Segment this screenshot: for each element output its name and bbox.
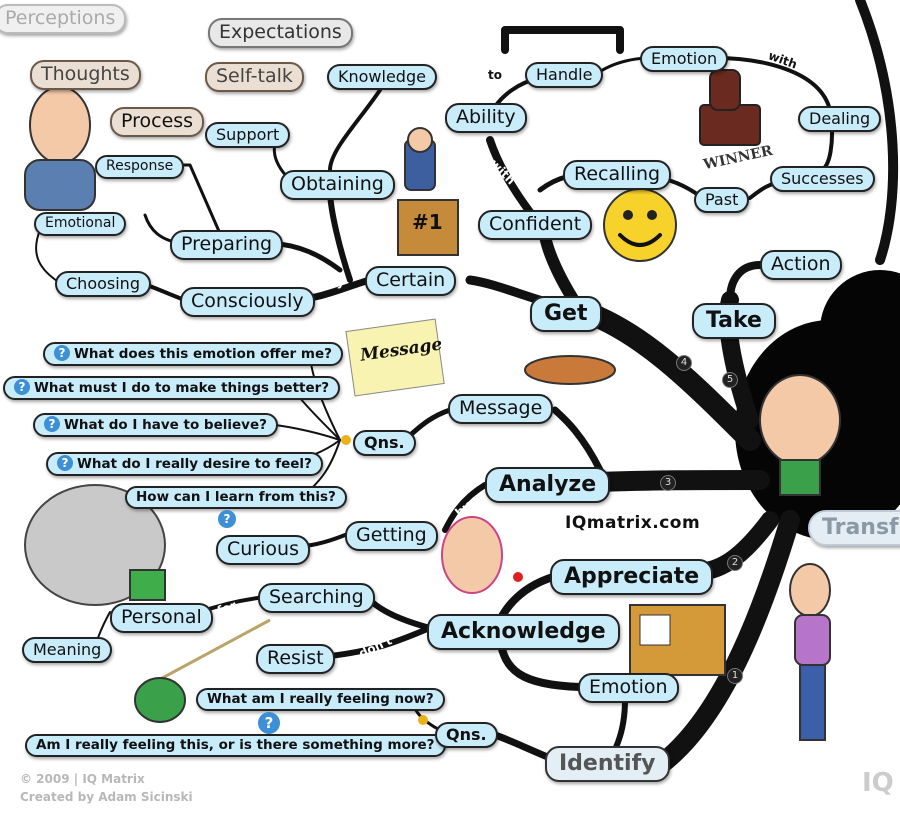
node-qns-top[interactable]: Qns. bbox=[353, 430, 416, 456]
node-thoughts[interactable]: Thoughts bbox=[30, 60, 141, 90]
running-rabbit-image bbox=[524, 355, 616, 385]
node-process[interactable]: Process bbox=[110, 107, 205, 137]
node-consciously[interactable]: Consciously bbox=[180, 287, 315, 317]
question-item[interactable]: Am I really feeling this, or is there so… bbox=[25, 734, 446, 757]
node-response[interactable]: Response bbox=[95, 155, 185, 179]
tug-of-war-image bbox=[134, 618, 271, 723]
node-obtaining[interactable]: Obtaining bbox=[280, 170, 395, 200]
node-past[interactable]: Past bbox=[694, 187, 750, 213]
branch-number: 4 bbox=[676, 355, 692, 371]
node-choosing[interactable]: Choosing bbox=[55, 271, 151, 297]
node-take[interactable]: Take bbox=[692, 303, 776, 339]
node-curious[interactable]: Curious bbox=[216, 535, 310, 565]
node-perceptions[interactable]: Perceptions bbox=[0, 4, 127, 34]
notebook-image bbox=[629, 604, 726, 676]
node-meaning[interactable]: Meaning bbox=[22, 637, 113, 663]
node-searching[interactable]: Searching bbox=[258, 583, 375, 613]
node-qns-bottom[interactable]: Qns. bbox=[435, 722, 498, 748]
node-center-partial[interactable]: Transf bbox=[808, 510, 900, 546]
question-item[interactable]: ?What must I do to make things better? bbox=[3, 376, 341, 400]
node-resist[interactable]: Resist bbox=[256, 644, 335, 674]
node-action[interactable]: Action bbox=[760, 250, 842, 280]
question-icon: ? bbox=[54, 345, 70, 361]
node-analyze[interactable]: Analyze bbox=[485, 467, 611, 503]
node-successes[interactable]: Successes bbox=[770, 166, 875, 192]
question-icon: ? bbox=[218, 510, 236, 528]
question-icon: ? bbox=[14, 379, 30, 395]
walking-woman-image bbox=[789, 563, 831, 741]
handle-image bbox=[501, 26, 624, 54]
branch-number: 2 bbox=[727, 555, 743, 571]
surprised-boy-image bbox=[759, 374, 841, 496]
ok-hand-image bbox=[441, 516, 503, 594]
node-emotion-top[interactable]: Emotion bbox=[640, 46, 729, 72]
branch-number: 5 bbox=[722, 372, 738, 388]
node-recalling[interactable]: Recalling bbox=[563, 160, 672, 190]
site-watermark: IQmatrix.com bbox=[565, 513, 701, 533]
node-identify[interactable]: Identify bbox=[545, 746, 670, 782]
question-item[interactable]: How can I learn from this? bbox=[125, 486, 347, 509]
node-expectations[interactable]: Expectations bbox=[208, 18, 353, 48]
node-personal[interactable]: Personal bbox=[110, 603, 213, 633]
node-get[interactable]: Get bbox=[530, 296, 602, 332]
question-item[interactable]: ?What does this emotion offer me? bbox=[43, 342, 343, 366]
connector-by: by bbox=[328, 275, 345, 289]
node-getting[interactable]: Getting bbox=[345, 521, 438, 551]
question-item[interactable]: ?What do I really desire to feel? bbox=[46, 452, 323, 476]
node-emotional[interactable]: Emotional bbox=[34, 212, 127, 236]
question-item[interactable]: ?What do I have to believe? bbox=[33, 413, 278, 437]
thinking-man-image bbox=[24, 86, 96, 211]
node-acknowledge[interactable]: Acknowledge bbox=[427, 614, 620, 650]
corner-mark: IQ bbox=[862, 768, 894, 798]
node-certain[interactable]: Certain bbox=[365, 266, 457, 296]
question-icon: ? bbox=[258, 712, 280, 734]
question-icon: ? bbox=[44, 416, 60, 432]
node-appreciate[interactable]: Appreciate bbox=[550, 559, 714, 595]
grumpy-creature-image bbox=[24, 484, 166, 606]
trophy-text: #1 bbox=[412, 210, 443, 234]
node-emotion-bottom[interactable]: Emotion bbox=[578, 673, 679, 703]
sticky-note-image bbox=[345, 318, 445, 397]
connector-to: to bbox=[488, 68, 502, 82]
node-handle[interactable]: Handle bbox=[525, 62, 604, 88]
winner-stamp-image bbox=[699, 69, 761, 146]
branch-number: 1 bbox=[727, 668, 743, 684]
node-dealing[interactable]: Dealing bbox=[798, 106, 882, 132]
branch-number: 3 bbox=[660, 475, 676, 491]
node-ability[interactable]: Ability bbox=[445, 103, 527, 133]
question-item[interactable]: What am I really feeling now? bbox=[196, 688, 445, 711]
node-preparing[interactable]: Preparing bbox=[170, 230, 284, 260]
trophy-image bbox=[397, 127, 459, 256]
author-credit: Created by Adam Sicinski bbox=[20, 790, 193, 804]
node-support[interactable]: Support bbox=[205, 122, 291, 148]
copyright: © 2009 | IQ Matrix bbox=[20, 772, 145, 786]
question-icon: ? bbox=[57, 455, 73, 471]
node-knowledge[interactable]: Knowledge bbox=[327, 64, 437, 90]
node-message[interactable]: Message bbox=[448, 394, 554, 424]
node-confident[interactable]: Confident bbox=[478, 210, 593, 240]
smiley-image bbox=[603, 188, 677, 262]
node-self-talk[interactable]: Self-talk bbox=[205, 62, 304, 92]
